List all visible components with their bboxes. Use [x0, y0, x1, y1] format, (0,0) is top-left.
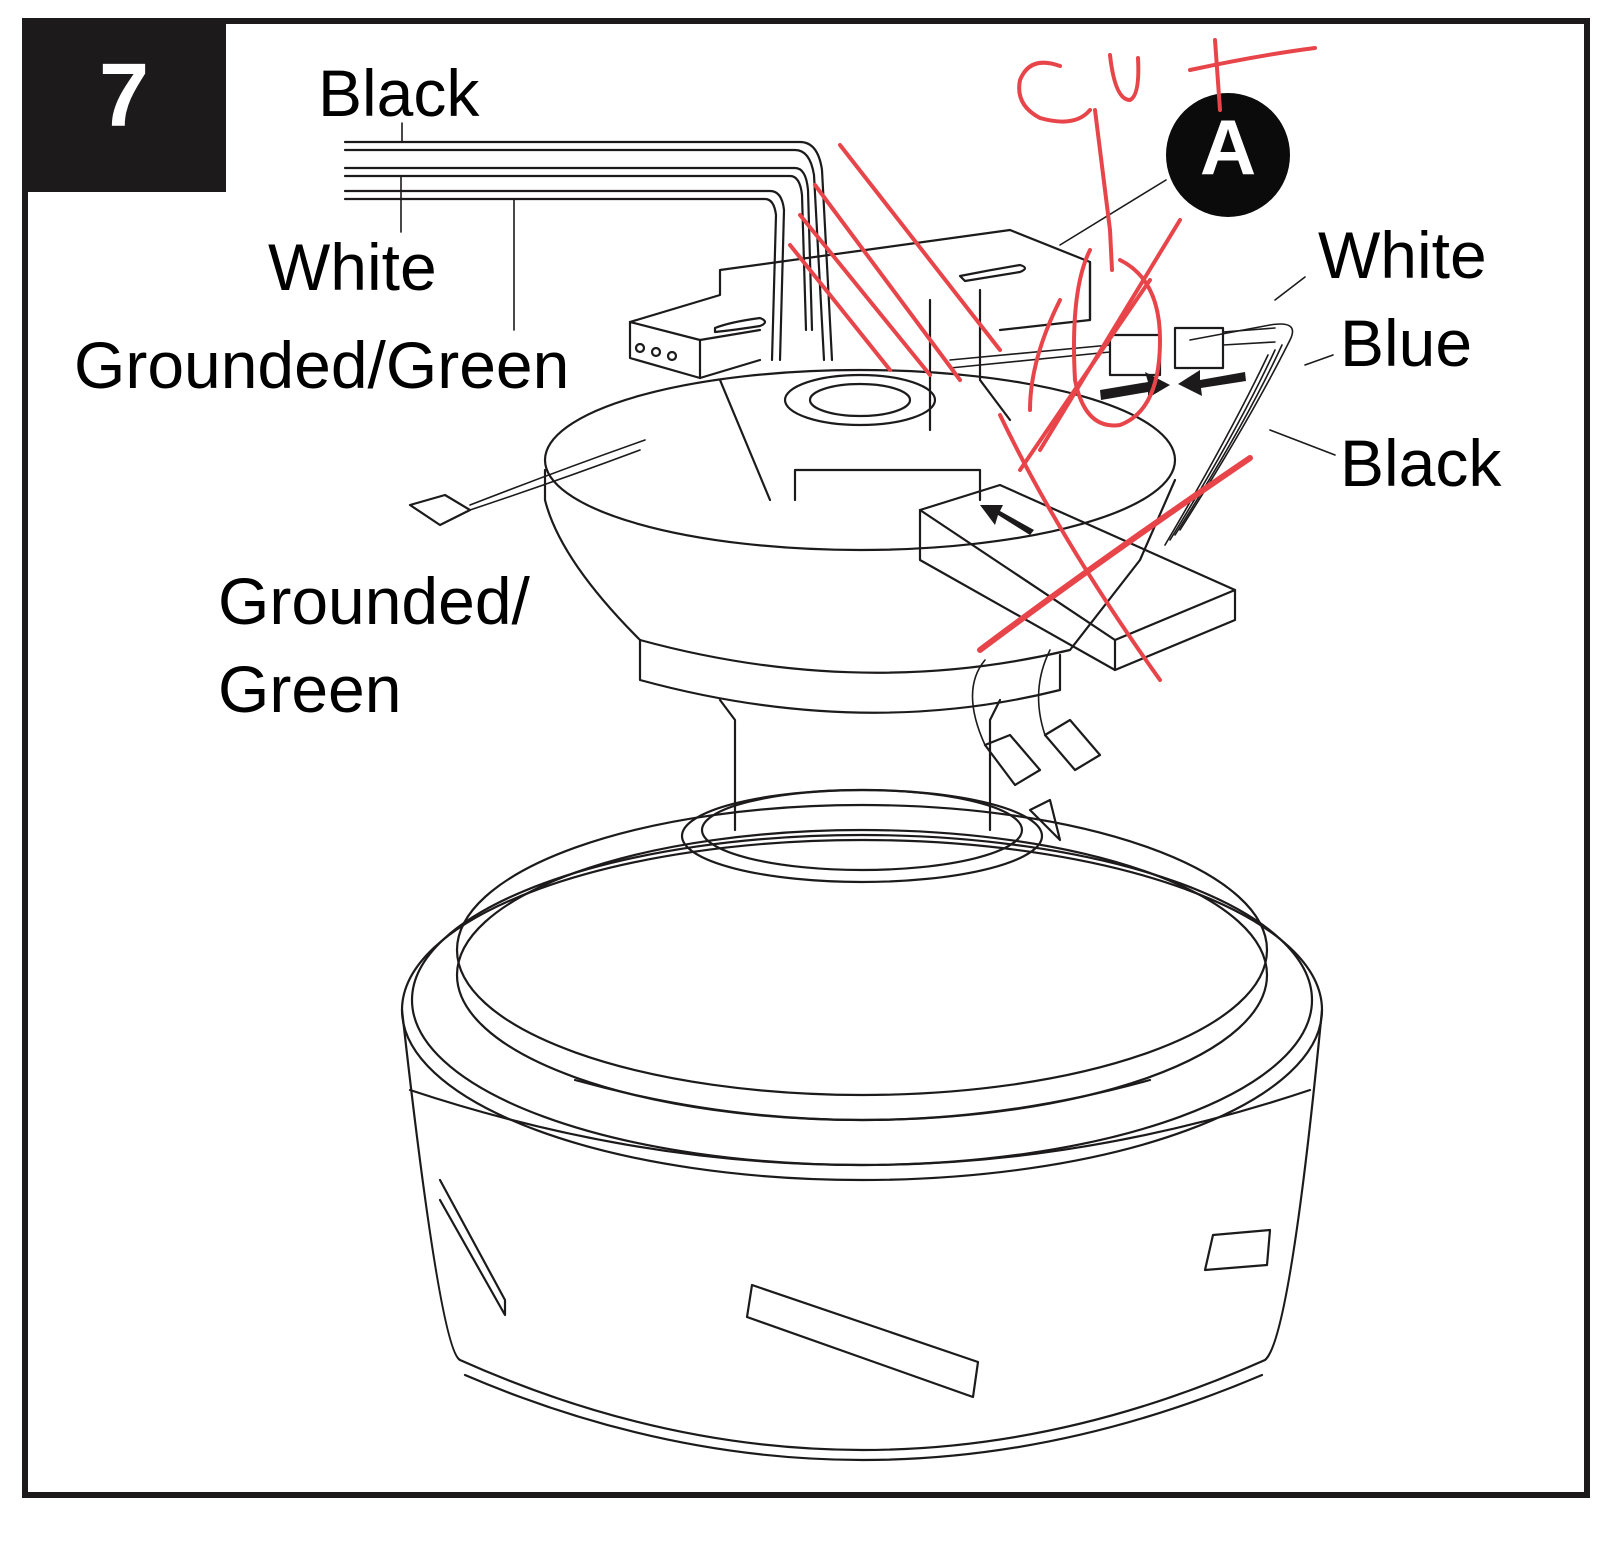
callout-letter: A — [1199, 103, 1257, 191]
label-white-supply: White — [268, 230, 437, 304]
quick-connector — [949, 326, 1276, 377]
label-blue-receiver: Blue — [1340, 306, 1473, 380]
label-grounded-line1: Grounded/ — [218, 564, 530, 638]
callout-a — [1166, 93, 1290, 217]
handwritten-cut — [1017, 60, 1092, 124]
motor-housing-top — [543, 368, 1177, 884]
label-black-receiver: Black — [1340, 426, 1502, 500]
red-annotations — [788, 38, 1317, 682]
receiver-module — [918, 323, 1294, 672]
label-white-receiver: White — [1318, 218, 1487, 292]
label-grounded-green-supply: Grounded/Green — [74, 328, 570, 402]
mounting-bracket — [628, 228, 1092, 502]
label-black-supply: Black — [318, 56, 480, 130]
step-number-badge: 7 — [22, 18, 226, 192]
label-grounded-line2: Green — [218, 652, 402, 726]
diagram-frame — [22, 18, 1590, 1498]
fan-motor-body — [400, 803, 1324, 1462]
wire-nuts — [408, 439, 1102, 842]
supply-wires — [343, 140, 834, 362]
step-number: 7 — [98, 46, 150, 146]
